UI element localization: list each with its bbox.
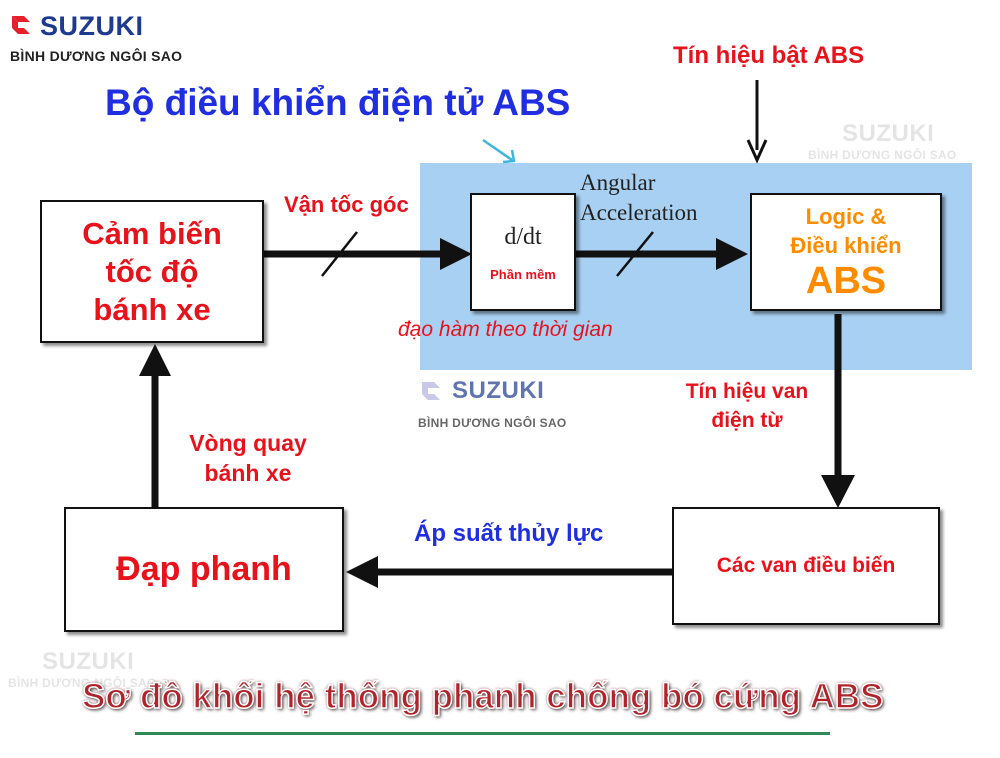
abs-signal-label: Tín hiệu bật ABS: [673, 42, 865, 69]
modulator-valves-label: Các van điều biến: [716, 554, 896, 577]
diagram-caption: Sơ đồ khối hệ thống phanh chống bó cứng …: [81, 676, 884, 717]
angular-acceleration-label: Angular Acceleration: [580, 170, 698, 225]
valve-signal-arrow: [821, 314, 855, 508]
angular-acceleration-arrow: [576, 231, 748, 277]
angular-velocity-label: Vận tốc góc: [284, 192, 409, 217]
hydraulic-pressure-label: Áp suất thủy lực: [414, 520, 604, 547]
wheel-speed-sensor-box: Cảm biến tốc độ bánh xe: [40, 200, 264, 343]
brake-pedal-label: Đạp phanh: [116, 550, 292, 588]
ecu-title: Bộ điều khiển điện tử ABS: [105, 82, 571, 123]
derivative-note: đạo hàm theo thời gian: [398, 318, 613, 341]
suzuki-s-icon: [422, 382, 440, 400]
wheel-rotation-label: Vòng quay bánh xe: [189, 430, 307, 486]
abs-logic-line2: Điều khiển: [790, 233, 902, 258]
suzuki-s-icon: [12, 16, 30, 34]
wheel-rotation-arrow: [139, 344, 171, 510]
logo-dealer: BÌNH DƯƠNG NGÔI SAO: [10, 48, 183, 64]
watermark-logo-right: SUZUKI BÌNH DƯƠNG NGÔI SAO: [808, 120, 957, 162]
abs-signal-arrow: [746, 80, 768, 164]
derivative-box: d/dt Phần mềm: [470, 193, 576, 311]
caption-underline: [135, 732, 830, 735]
modulator-valves-box: Các van điều biến: [672, 507, 940, 625]
hydraulic-pressure-arrow: [346, 556, 674, 588]
abs-logic-line1: Logic &: [805, 204, 887, 229]
derivative-formula: d/dt: [504, 224, 542, 250]
watermark-logo-bottom: SUZUKI BÌNH DƯƠNG NGÔI SAO: [8, 648, 157, 690]
abs-logic-box: Logic & Điều khiển ABS: [750, 193, 942, 311]
suzuki-logo: SUZUKI BÌNH DƯƠNG NGÔI SAO: [8, 8, 198, 70]
brake-pedal-box: Đạp phanh: [64, 507, 344, 632]
ecu-pointer-arrow: [482, 138, 516, 164]
wheel-speed-sensor-label: Cảm biến tốc độ bánh xe: [82, 215, 222, 327]
angular-velocity-arrow: [264, 231, 472, 277]
derivative-caption: Phần mềm: [490, 267, 556, 282]
valve-signal-label: Tín hiệu van điện từ: [685, 380, 809, 432]
abs-logic-line3: ABS: [805, 260, 887, 302]
logo-brand: SUZUKI: [40, 11, 144, 41]
